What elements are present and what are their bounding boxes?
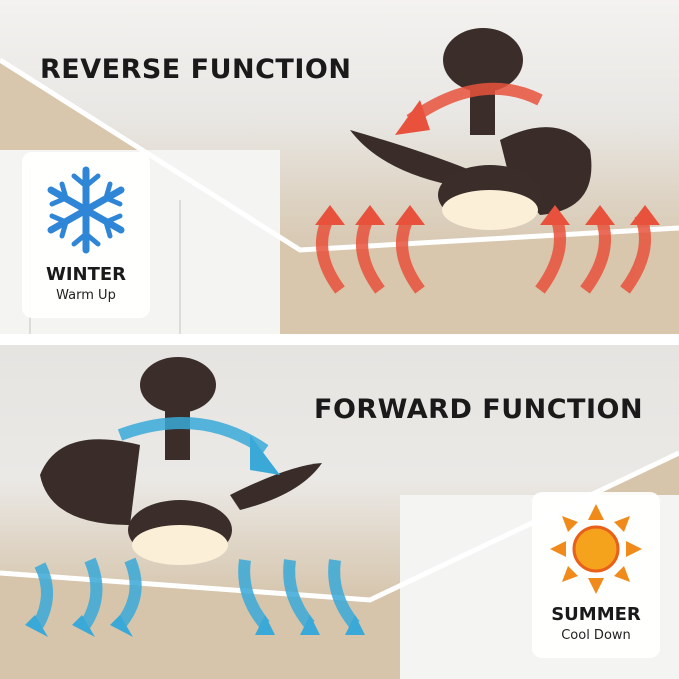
reverse-function-title: REVERSE FUNCTION bbox=[40, 54, 352, 85]
reverse-function-panel: REVERSE FUNCTION WINTER Warm Up bbox=[0, 0, 679, 334]
forward-function-title: FORWARD FUNCTION bbox=[314, 394, 644, 425]
ceiling-fan bbox=[40, 357, 322, 565]
forward-function-panel: FORWARD FUNCTION SUMMER Cool Down bbox=[0, 345, 679, 679]
mode-label: Cool Down bbox=[561, 628, 631, 643]
ceiling-fan bbox=[350, 28, 592, 230]
mode-label: Warm Up bbox=[56, 288, 116, 303]
season-label: WINTER bbox=[45, 264, 127, 285]
forward-airflow-arrows bbox=[32, 417, 360, 629]
season-label: SUMMER bbox=[551, 604, 641, 625]
sun-icon bbox=[550, 504, 642, 594]
snowflake-icon bbox=[47, 166, 125, 254]
summer-card: SUMMER Cool Down bbox=[532, 492, 660, 658]
winter-card: WINTER Warm Up bbox=[22, 152, 150, 318]
